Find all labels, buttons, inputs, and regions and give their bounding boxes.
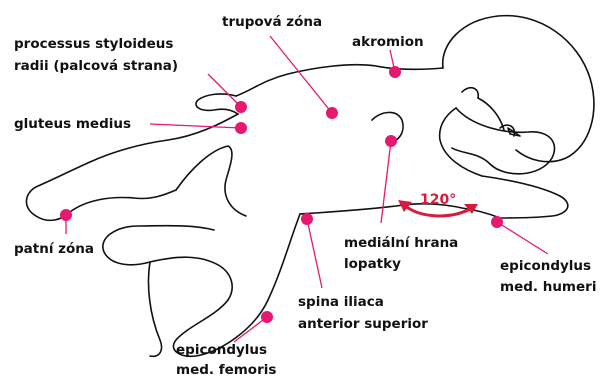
leader-medialni [381, 141, 391, 223]
point-processus [235, 101, 247, 113]
leader-trupova [270, 36, 332, 113]
label-spina-line2: anterior superior [298, 316, 428, 332]
label-trupova-zona: trupová zóna [222, 14, 322, 30]
point-medialni [385, 135, 397, 147]
label-spina-line1: spina iliaca [298, 294, 384, 310]
point-epic-humeri [491, 216, 503, 228]
point-spina [301, 213, 313, 225]
label-processus-line2: radii (palcová strana) [14, 58, 178, 74]
point-gluteus [235, 122, 247, 134]
knee-outline [176, 146, 246, 216]
label-gluteus-medius: gluteus medius [14, 116, 131, 132]
back-outline [236, 65, 443, 96]
label-patni-zona: patní zóna [14, 241, 94, 257]
leader-epic-femoris [234, 317, 267, 342]
angle-value: 120° [420, 192, 456, 208]
point-akromion [389, 66, 401, 78]
leader-processus [208, 74, 241, 107]
label-processus-line1: processus styloideus [14, 36, 173, 52]
upper-leg-outline [26, 162, 176, 220]
label-epic-humeri-line2: med. humeri [500, 279, 596, 295]
lower-arm-outline [482, 176, 568, 218]
point-patni [60, 209, 72, 221]
label-medialni-line1: mediální hrana [344, 235, 458, 251]
leader-gluteus [150, 124, 241, 128]
label-epic-femoris-line1: epicondylus [176, 342, 267, 358]
labels: trupová zóna processus styloideus radii … [14, 14, 596, 378]
point-epic-femoris [261, 311, 273, 323]
point-trupova [326, 107, 338, 119]
foot-outline [148, 262, 161, 356]
upper-arm-outline [452, 108, 555, 174]
leader-epic-humeri [497, 222, 548, 254]
label-akromion: akromion [352, 34, 424, 50]
label-epic-humeri-line1: epicondylus [500, 258, 591, 274]
leader-spina [307, 219, 322, 288]
neck-outline [440, 108, 482, 176]
lower-leg-outline [103, 214, 300, 356]
face-detail [462, 88, 514, 136]
label-epic-femoris-line2: med. femoris [176, 362, 276, 378]
angle-indicator: 120° [398, 192, 478, 216]
label-medialni-line2: lopatky [344, 256, 401, 272]
